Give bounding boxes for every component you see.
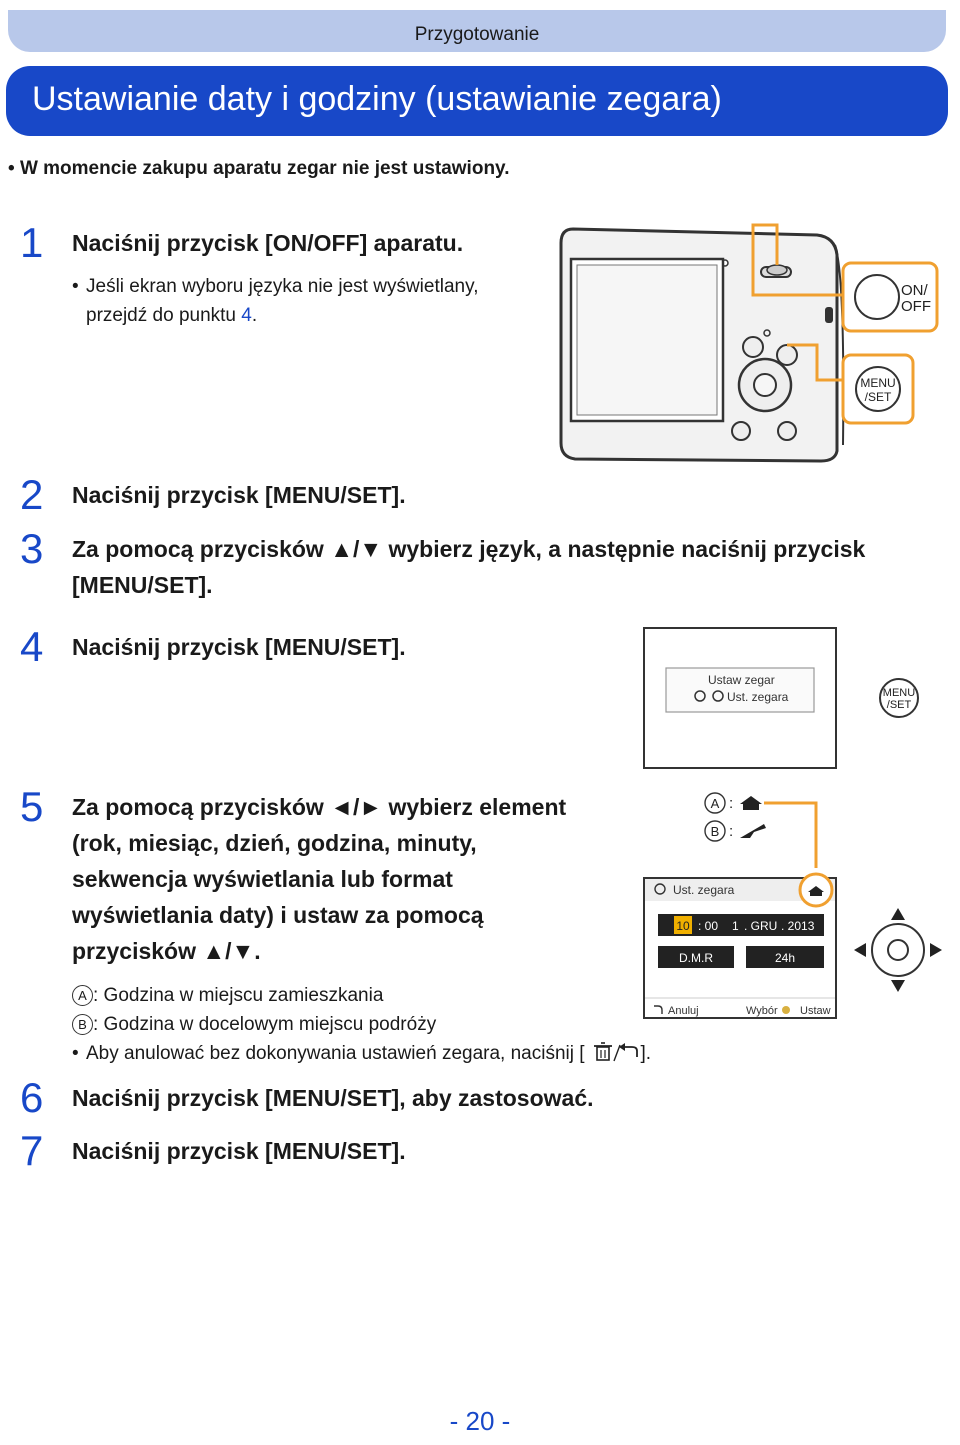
legend-a-text: : Godzina w miejscu zamieszkania	[93, 985, 384, 1006]
home-icon-screen	[808, 886, 824, 896]
clock-icon	[712, 690, 724, 702]
step-5-line-3: sekwencja wyświetlania lub format	[72, 866, 453, 892]
minute-value: : 00	[698, 919, 718, 933]
step-5-line-4: wyświetlania daty) i ustaw za pomocą	[72, 902, 484, 928]
on-off-label-1: ON/	[901, 282, 929, 299]
step-3-line-2: [MENU/SET].	[72, 572, 213, 598]
legend-b-text: : Godzina w docelowym miejscu podróży	[93, 1014, 437, 1035]
step-number-3: 3	[20, 525, 44, 572]
step-number-4: 4	[20, 623, 44, 670]
step-7-text: Naciśnij przycisk [MENU/SET].	[72, 1138, 406, 1164]
select-label: Wybór	[746, 1005, 778, 1017]
intro-text: W momencie zakupu aparatu zegar nie jest…	[19, 158, 510, 179]
step-3-text: Za pomocą przycisków ▲/▼ wybierz język, …	[72, 531, 865, 603]
page-number: - 20 -	[449, 1406, 511, 1436]
return-icon	[654, 1005, 663, 1014]
set-label: Ustaw	[800, 1005, 831, 1017]
svg-text::: :	[729, 795, 733, 812]
on-off-label-2: OFF	[901, 298, 931, 315]
intro-note: • W momencie zakupu aparatu zegar nie je…	[8, 158, 510, 179]
cancel-note-end: ].	[640, 1043, 652, 1064]
step-number-5: 5	[20, 783, 44, 830]
day-value: 1	[732, 919, 739, 933]
screen4-menu-1: MENU	[883, 687, 915, 699]
step-2-text: Naciśnij przycisk [MENU/SET].	[72, 482, 406, 508]
step-5-legend: A: Godzina w miejscu zamieszkania B: God…	[72, 985, 652, 1064]
step-5-line-5: przycisków ▲/▼.	[72, 938, 261, 964]
callout-b-marker: B	[711, 824, 720, 839]
step-number-7: 7	[20, 1127, 44, 1174]
step-number-2: 2	[20, 471, 44, 518]
step-1-note: •Jeśli ekran wyboru języka nie jest wyśw…	[72, 276, 479, 326]
order-value: D.M.R	[679, 951, 713, 965]
step-6-text: Naciśnij przycisk [MENU/SET], aby zastos…	[72, 1085, 594, 1111]
screen4-menu-2: /SET	[887, 699, 912, 711]
home-icon	[740, 796, 762, 810]
screen5-title: Ust. zegara	[673, 883, 735, 897]
step-1-note-line1: Jeśli ekran wyboru języka nie jest wyświ…	[86, 276, 479, 297]
step-1-text: Naciśnij przycisk [ON/OFF] aparatu.	[72, 230, 464, 256]
title-bar	[6, 66, 948, 136]
section-tab: Przygotowanie	[8, 10, 946, 52]
step-number-6: 6	[20, 1074, 44, 1121]
clock-prompt-screen: Ustaw zegar Ust. zegara MENU /SET	[643, 627, 919, 769]
year-value: . 2013	[781, 919, 815, 933]
callout-a-marker: A	[711, 796, 720, 811]
cancel-note-text: Aby anulować bez dokonywania ustawień ze…	[86, 1043, 585, 1064]
format-value: 24h	[775, 951, 795, 965]
menu-set-label-2: /SET	[865, 390, 892, 404]
cancel-label: Anuluj	[668, 1005, 699, 1017]
page-title: Ustawianie daty i godziny (ustawianie ze…	[32, 80, 722, 118]
legend-b-marker: B	[72, 1014, 93, 1035]
month-value: . GRU	[744, 919, 777, 933]
delete-return-icon	[593, 1042, 638, 1062]
airplane-icon	[740, 824, 766, 838]
hour-value: 10	[676, 919, 690, 933]
legend-a-marker: A	[72, 985, 93, 1006]
step-5-line-2: (rok, miesiąc, dzień, godzina, minuty,	[72, 830, 477, 856]
screen4-item: Ust. zegara	[727, 690, 789, 704]
step-4-text: Naciśnij przycisk [MENU/SET].	[72, 634, 406, 660]
gear-icon	[694, 690, 706, 702]
svg-text::: :	[729, 823, 733, 840]
clock-setting-screen: A : B : Ust. zegara 10 : 00 1 . GRU . 20…	[643, 792, 942, 1019]
camera-figure: ON/ OFF MENU /SET	[559, 223, 939, 463]
step-5-text: Za pomocą przycisków ◄/► wybierz element…	[72, 789, 566, 969]
step-1-note-line2: przejdź do punktu	[86, 305, 242, 326]
screen4-title: Ustaw zegar	[708, 673, 775, 687]
menu-set-button-icon	[879, 678, 919, 718]
step-3-line-1: Za pomocą przycisków ▲/▼ wybierz język, …	[72, 536, 866, 562]
step-5-line-1: Za pomocą przycisków ◄/► wybierz element	[72, 794, 567, 820]
step-number-1: 1	[20, 219, 44, 266]
step-1-note-end: .	[251, 305, 258, 326]
step-ref-4: 4	[241, 305, 252, 326]
clock-icon	[654, 883, 666, 895]
menu-set-label-1: MENU	[860, 376, 895, 390]
cross-key-icon	[782, 1006, 790, 1014]
